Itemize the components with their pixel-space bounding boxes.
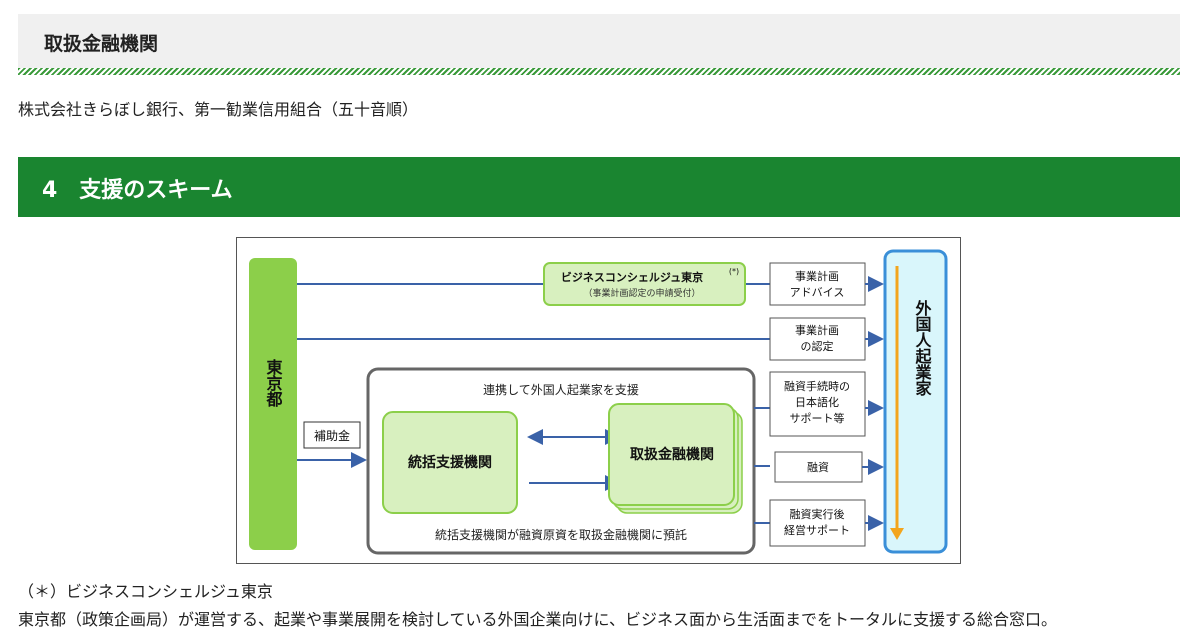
- footnote-body: 東京都（政策企画局）が運営する、起業や事業展開を検討している外国企業向けに、ビジ…: [18, 610, 1058, 629]
- scheme-heading: 4 支援のスキーム: [42, 178, 233, 203]
- consierge-sub: （事業計画認定の申請受付）: [583, 287, 700, 299]
- footnote-title: （＊）ビジネスコンシェルジュ東京: [18, 582, 273, 601]
- service-box: [769, 371, 866, 437]
- target-box: [883, 249, 948, 554]
- target-label: 外国人起業家: [913, 299, 933, 397]
- service-line: 融資実行後: [790, 507, 845, 521]
- tokyo-box: [249, 258, 297, 550]
- deposit-note: 統括支援機関が融資原資を取扱金融機関に預託: [435, 527, 687, 542]
- finance-org-label: 取扱金融機関: [630, 446, 714, 463]
- section-title: 取扱金融機関: [44, 33, 159, 55]
- service-line: 融資: [807, 461, 829, 474]
- service-box: [769, 262, 866, 306]
- service-line: アドバイス: [790, 286, 845, 299]
- general-org-label: 統括支援機関: [408, 454, 492, 471]
- consierge-box: [543, 262, 746, 306]
- service-line: 日本語化: [795, 395, 839, 409]
- service-loan: 融資: [774, 451, 863, 483]
- tokyo-label: 東京都: [264, 358, 284, 408]
- consierge-title: ビジネスコンシェルジュ東京: [561, 270, 703, 284]
- heading-stripe-divider: [18, 68, 1180, 75]
- support-scheme-diagram: 東京都 ビジネスコンシェルジュ東京 (*) （事業計画認定の申請受付） 補助金 …: [236, 237, 961, 564]
- scheme-svg: 東京都 ビジネスコンシェルジュ東京 (*) （事業計画認定の申請受付） 補助金 …: [249, 249, 948, 555]
- cooperation-label: 連携して外国人起業家を支援: [483, 382, 639, 397]
- service-advice: 事業計画 アドバイス: [769, 262, 866, 306]
- service-line: 事業計画: [795, 269, 839, 283]
- consierge-mark: (*): [729, 267, 739, 276]
- service-line: 事業計画: [795, 323, 839, 337]
- institutions-text: 株式会社きらぼし銀行、第一勧業信用組合（五十音順）: [18, 100, 419, 119]
- finance-org-box: [608, 403, 735, 506]
- service-japanese-support: 融資手続時の 日本語化 サポート等: [769, 371, 866, 437]
- service-box: [769, 499, 866, 547]
- subsidy-label: 補助金: [314, 428, 350, 443]
- service-management: 融資実行後 経営サポート: [769, 499, 866, 547]
- service-line: 融資手続時の: [784, 379, 850, 393]
- section-heading-box: 取扱金融機関: [18, 14, 1180, 68]
- service-box: [769, 317, 866, 361]
- service-approval: 事業計画 の認定: [769, 317, 866, 361]
- general-org-box: [382, 411, 518, 514]
- service-line: の認定: [801, 339, 834, 353]
- service-line: サポート等: [790, 411, 845, 425]
- scheme-heading-bar: 4 支援のスキーム: [18, 157, 1180, 217]
- service-line: 経営サポート: [784, 523, 850, 537]
- subsidy-tag: [303, 421, 361, 449]
- target-orange-arrowhead: [890, 528, 904, 540]
